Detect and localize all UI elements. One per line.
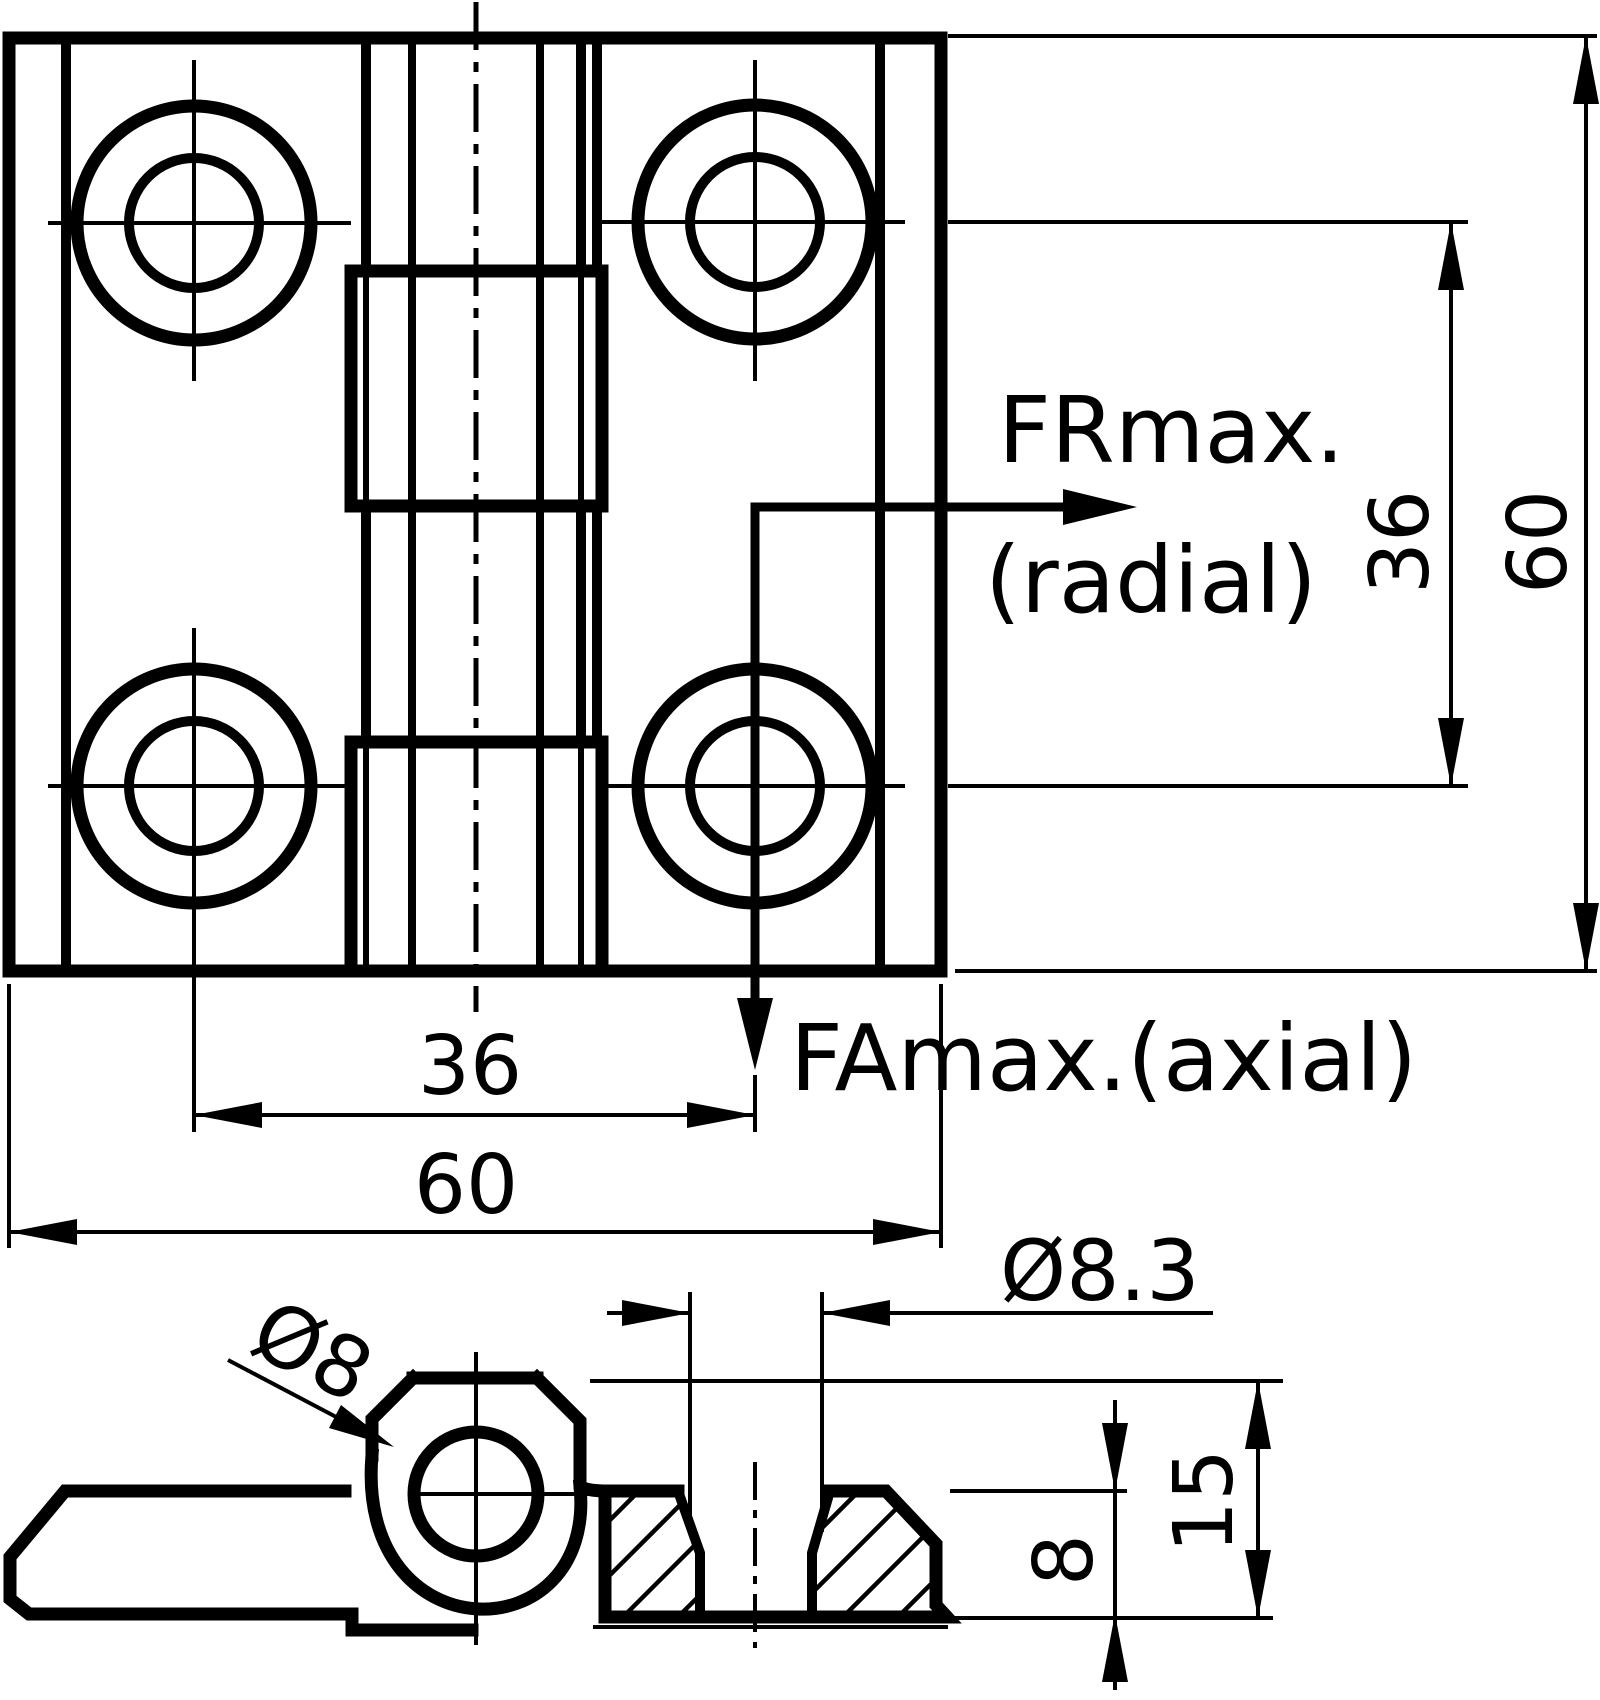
dim-bore-diameter: Ø8.3 xyxy=(607,1222,1213,1532)
fa-arrowhead xyxy=(737,998,773,1070)
dim-8-text: 8 xyxy=(1017,1534,1112,1586)
dim-h36-text: 36 xyxy=(418,1019,522,1114)
arrowhead-top xyxy=(1573,36,1599,104)
side-view xyxy=(3,1352,962,1648)
dim-hole-spacing-h: 36 xyxy=(194,1019,755,1128)
arrowhead-right xyxy=(873,1219,941,1245)
extension-lines xyxy=(948,220,1468,788)
frmax-label: FRmax. xyxy=(998,377,1345,484)
dim-overall-width: 60 xyxy=(7,984,943,1248)
arrowhead-down xyxy=(1102,1423,1128,1491)
crosshair xyxy=(48,628,351,1132)
top-view xyxy=(2,2,948,1132)
hatching-right xyxy=(812,1491,936,1617)
dim-15-text: 15 xyxy=(1157,1449,1252,1553)
arrowhead-left xyxy=(194,1102,262,1128)
force-annotations: FRmax. (radial) FAmax.(axial) xyxy=(737,377,1417,1132)
top-view-dimensions: 36 60 36 60 xyxy=(7,34,1599,1248)
dim-pin-text: Ø8 xyxy=(237,1281,388,1423)
barrel xyxy=(344,2,609,1012)
knuckle-left xyxy=(365,1368,423,1462)
crosshair xyxy=(48,60,351,381)
dim-h60-text: 60 xyxy=(414,1138,518,1233)
leader-arrowhead xyxy=(329,1405,394,1447)
arrowhead-bottom xyxy=(1573,903,1599,971)
fr-arrowhead xyxy=(1063,489,1137,525)
arrowhead-bottom xyxy=(1438,718,1464,786)
dim-hole-spacing-v: 36 xyxy=(948,220,1468,788)
dim-v60-text: 60 xyxy=(1491,490,1586,594)
arrowhead-right xyxy=(822,1300,890,1326)
arrowhead-top xyxy=(1438,222,1464,290)
famax-label: FAmax.(axial) xyxy=(790,1005,1417,1112)
arrowhead-right xyxy=(687,1102,755,1128)
hatching-left xyxy=(605,1491,700,1617)
knuckle xyxy=(364,1352,645,1645)
left-leaf xyxy=(3,1484,479,1637)
extension-lines xyxy=(7,984,943,1248)
dim-bore-text: Ø8.3 xyxy=(1000,1222,1200,1320)
dim-v36-text: 36 xyxy=(1353,490,1448,594)
dim-overall-height: 60 xyxy=(948,34,1599,973)
extension-lines xyxy=(688,1292,824,1532)
dim-knuckle-height: 15 xyxy=(590,1379,1283,1620)
arrowhead-top xyxy=(1245,1381,1271,1449)
crosshair xyxy=(600,60,905,381)
extension-lines xyxy=(948,34,1597,973)
arrowhead-bottom xyxy=(1245,1550,1271,1618)
knuckle-right xyxy=(527,1368,615,1498)
radial-label: (radial) xyxy=(985,527,1317,634)
arrowhead-up xyxy=(1102,1614,1128,1682)
right-knuckle-sides xyxy=(361,39,586,747)
dim-leaf-thickness: 8 xyxy=(950,1400,1128,1690)
leader-line xyxy=(227,1358,341,1421)
left-knuckle-sides xyxy=(344,264,609,972)
arrowhead-left xyxy=(622,1300,690,1326)
arrowhead-left xyxy=(9,1219,77,1245)
